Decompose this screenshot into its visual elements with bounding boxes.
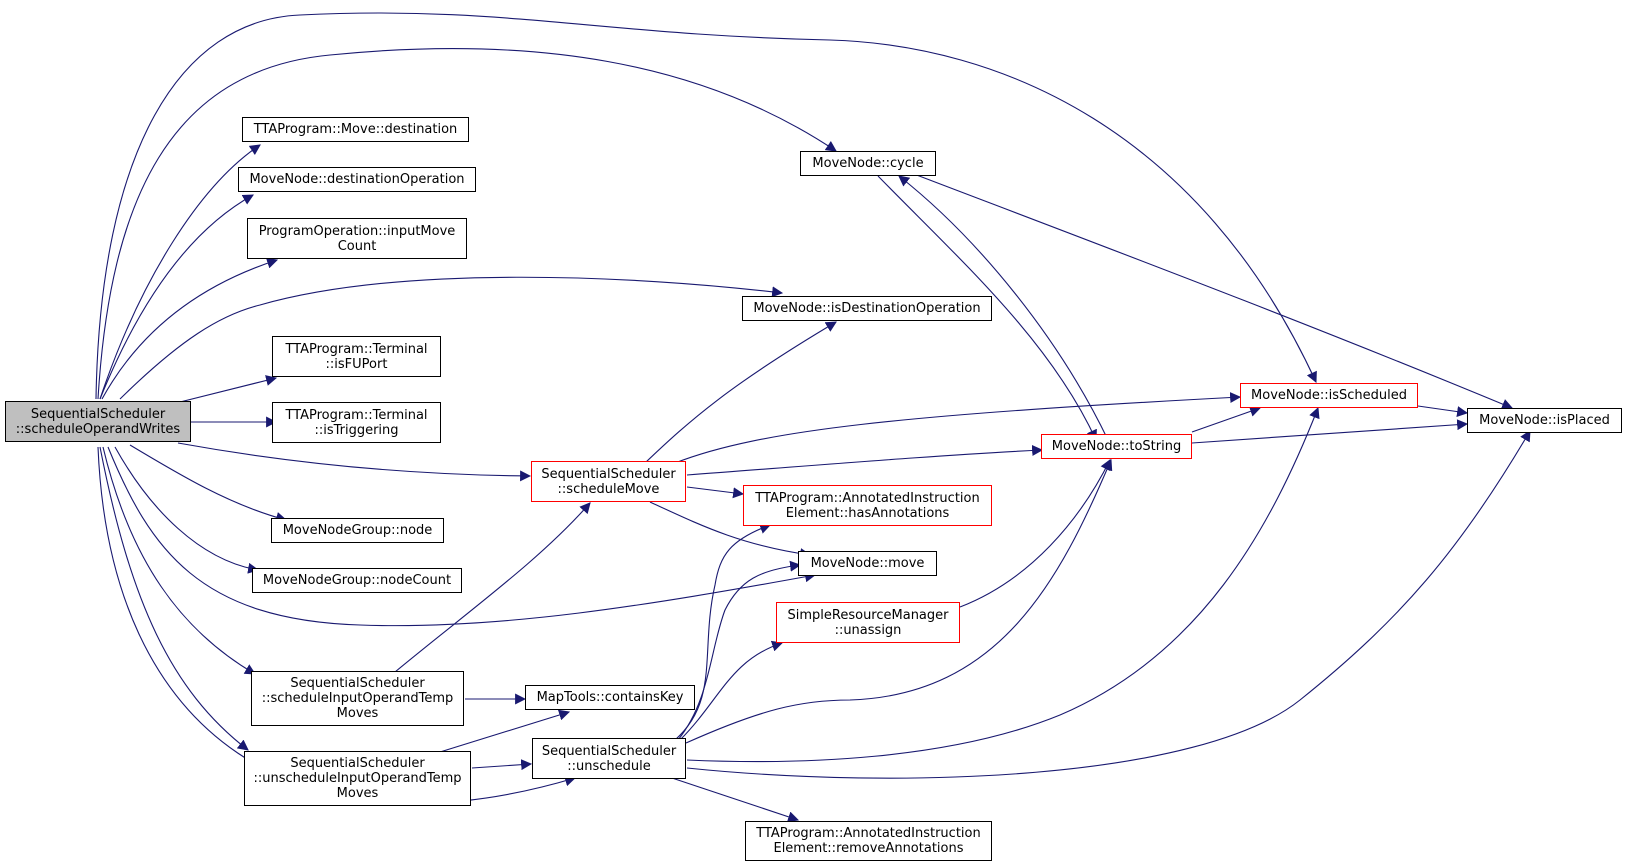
edge-root-node-count — [114, 446, 260, 574]
edge-schedule-move-is-destination-operation — [644, 321, 837, 464]
edge-unschedule-unassign — [679, 640, 784, 741]
node-move-node-cycle[interactable]: MoveNode::cycle — [800, 151, 936, 176]
edge-root-is-destination-operation — [119, 276, 784, 400]
edge-schedule-move-is-scheduled — [674, 392, 1242, 464]
node-move-node-move[interactable]: MoveNode::move — [798, 551, 937, 576]
edge-to-string-cycle — [898, 175, 1109, 441]
edge-unschedule-input-temp-contains-key — [439, 709, 571, 753]
edge-unschedule-is-scheduled — [686, 406, 1320, 763]
edge-root-unschedule — [97, 446, 577, 804]
node-move-node-destination-operation[interactable]: MoveNode::destinationOperation — [238, 167, 476, 192]
node-terminal-is-triggering[interactable]: TTAProgram::Terminal ::isTriggering — [272, 402, 441, 443]
edge-schedule-move-to-string — [686, 444, 1044, 476]
edge-cycle-to-string — [877, 175, 1097, 441]
edge-to-string-is-scheduled — [1191, 406, 1262, 433]
node-annotated-instruction-element-has-annotations[interactable]: TTAProgram::AnnotatedInstruction Element… — [743, 485, 992, 526]
node-move-node-group-node-count[interactable]: MoveNodeGroup::nodeCount — [252, 568, 462, 593]
node-simple-resource-manager-unassign[interactable]: SimpleResourceManager ::unassign — [776, 602, 960, 643]
node-map-tools-contains-key[interactable]: MapTools::containsKey — [525, 685, 695, 710]
edge-root-is-fu-port — [179, 375, 278, 403]
edge-unschedule-to-string — [685, 458, 1113, 744]
node-tta-move-destination[interactable]: TTAProgram::Move::destination — [242, 117, 469, 142]
edge-is-scheduled-is-placed — [1417, 405, 1469, 418]
edge-schedule-move-move — [649, 501, 812, 560]
node-sequential-scheduler-schedule-move[interactable]: SequentialScheduler ::scheduleMove — [531, 461, 686, 502]
edge-root-input-move-count — [101, 257, 279, 400]
node-move-node-is-placed[interactable]: MoveNode::isPlaced — [1467, 408, 1622, 433]
node-schedule-input-operand-temp-moves[interactable]: SequentialScheduler ::scheduleInputOpera… — [251, 671, 464, 726]
edge-root-move-destination — [99, 144, 261, 400]
edge-root-is-scheduled — [95, 12, 1317, 400]
edge-schedule-input-temp-schedule-move — [394, 502, 591, 673]
node-move-node-is-scheduled[interactable]: MoveNode::isScheduled — [1240, 383, 1418, 408]
edge-unschedule-has-annotations — [674, 523, 772, 741]
edge-root-destination-operation — [99, 194, 254, 400]
edge-root-cycle — [97, 47, 837, 400]
node-move-node-group-node[interactable]: MoveNodeGroup::node — [271, 518, 444, 543]
node-unschedule-input-operand-temp-moves[interactable]: SequentialScheduler ::unscheduleInputOpe… — [244, 751, 471, 806]
edge-root-schedule-move — [177, 442, 532, 482]
edge-unschedule-input-temp-unschedule — [471, 759, 533, 771]
node-move-node-to-string[interactable]: MoveNode::toString — [1041, 434, 1192, 459]
node-sequential-scheduler-schedule-operand-writes[interactable]: SequentialScheduler ::scheduleOperandWri… — [5, 401, 191, 442]
edge-cycle-is-placed — [913, 173, 1514, 410]
edge-unassign-to-string — [959, 459, 1111, 608]
node-program-operation-input-move-count[interactable]: ProgramOperation::inputMove Count — [247, 218, 467, 259]
edge-to-string-is-placed — [1191, 419, 1469, 444]
node-sequential-scheduler-unschedule[interactable]: SequentialScheduler ::unschedule — [532, 738, 686, 779]
edge-root-unschedule-input-temp — [99, 446, 249, 751]
edge-root-schedule-input-temp — [102, 446, 256, 675]
edge-root-node-group-node — [129, 444, 288, 523]
edge-unschedule-is-placed — [686, 430, 1531, 779]
edge-root-move — [107, 446, 817, 627]
node-terminal-is-fu-port[interactable]: TTAProgram::Terminal ::isFUPort — [272, 336, 441, 377]
node-move-node-is-destination-operation[interactable]: MoveNode::isDestinationOperation — [742, 296, 992, 321]
edge-unschedule-remove-annotations — [671, 777, 800, 823]
node-annotated-instruction-element-remove-annotations[interactable]: TTAProgram::AnnotatedInstruction Element… — [745, 821, 992, 861]
edge-unschedule-move — [677, 560, 802, 741]
edge-schedule-move-has-annotations — [686, 486, 745, 499]
